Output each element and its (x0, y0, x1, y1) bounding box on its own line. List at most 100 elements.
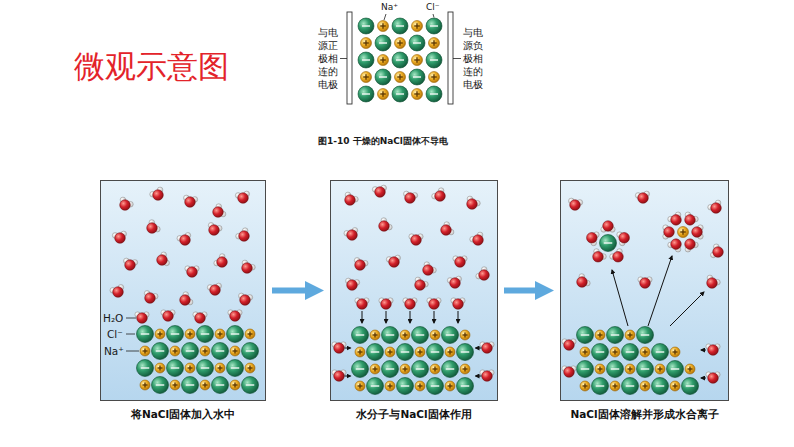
water-molecule (228, 310, 242, 321)
chloride-ion (367, 378, 384, 395)
motion-arrow (434, 311, 435, 323)
chloride-ion (682, 378, 699, 395)
oxygen-atom (153, 190, 164, 201)
charge-sign (430, 59, 438, 60)
sodium-ion (678, 227, 689, 238)
ion-ball (378, 21, 389, 32)
ion-ball (378, 89, 389, 100)
oxygen-atom (587, 232, 598, 243)
charge-sign (629, 333, 630, 338)
ion-ball (215, 329, 225, 339)
charge-sign (371, 351, 380, 352)
sodium-ion (400, 364, 410, 374)
oxygen-atom (713, 247, 724, 258)
ion-ball (400, 364, 410, 374)
sodium-ion (215, 329, 225, 339)
chloride-ion (352, 327, 369, 344)
sodium-ion (429, 72, 440, 83)
ion-ball (622, 378, 639, 395)
sodium-ion (640, 381, 650, 391)
ion-ball (580, 381, 590, 391)
chloride-ion (607, 361, 624, 378)
water-molecule (207, 283, 221, 295)
water-molecule (569, 198, 583, 210)
chloride-ion (392, 52, 408, 68)
oxygen-atom (239, 231, 250, 242)
electrode-plate (347, 12, 352, 104)
water-molecule (386, 255, 400, 267)
sodium-ion (361, 72, 372, 83)
water-molecule (480, 342, 494, 353)
nacl-lattice (358, 18, 442, 102)
nacl-lattice (352, 327, 474, 395)
charge-sign (204, 349, 205, 354)
charge-sign (234, 349, 235, 354)
chloride-ion (197, 360, 214, 377)
water-molecule (185, 266, 199, 277)
charge-sign (379, 42, 387, 43)
water-molecule (441, 222, 454, 236)
charge-sign (674, 384, 675, 389)
ion-ball (167, 326, 184, 343)
ion-ball (607, 327, 624, 344)
charge-sign (246, 350, 255, 351)
chloride-ion (375, 69, 391, 85)
ion-ball (592, 378, 609, 395)
ion-ball (457, 344, 474, 361)
water-molecule (476, 267, 489, 281)
charge-sign (171, 367, 180, 368)
water-molecule (354, 258, 368, 271)
charge-sign (399, 40, 400, 46)
water-molecule (161, 310, 175, 321)
water-molecule (372, 185, 386, 197)
sodium-ion (670, 381, 680, 391)
charge-sign (374, 367, 375, 372)
ion-ball (415, 347, 425, 357)
water-molecule (451, 298, 465, 309)
sodium-ion (355, 347, 365, 357)
charge-sign (464, 333, 465, 338)
sodium-ion (378, 21, 389, 32)
water-molecule (213, 204, 226, 218)
motion-arrow (458, 311, 459, 323)
oxygen-atom (707, 278, 718, 289)
charge-sign (174, 383, 175, 388)
charge-sign (656, 385, 665, 386)
sodium-ion (155, 329, 165, 339)
oxygen-atom (455, 257, 466, 268)
ion-ball (395, 72, 406, 83)
ion-ball (427, 378, 444, 395)
ion-ball (652, 378, 669, 395)
ion-ball (152, 343, 169, 360)
chloride-ion (352, 361, 369, 378)
charge-sign (449, 350, 450, 355)
oxygen-atom (210, 285, 221, 296)
leader-line (126, 318, 136, 319)
oxygen-atom (334, 371, 345, 382)
ion-ball (170, 380, 180, 390)
chloride-ion (426, 52, 442, 68)
charge-sign (144, 349, 145, 354)
sodium-ion (370, 330, 380, 340)
charge-sign (362, 25, 370, 26)
water-molecule (147, 220, 160, 234)
oxygen-atom (163, 311, 174, 322)
charge-sign (464, 367, 465, 372)
water-molecule (453, 256, 467, 267)
ion-ball (140, 346, 150, 356)
motion-arrow (345, 348, 351, 349)
ion-ball (397, 344, 414, 361)
chloride-ion (667, 361, 684, 378)
oxygen-atom (692, 227, 703, 238)
figure-label: H₂O (103, 312, 123, 325)
oxygen-atom (157, 255, 168, 266)
chloride-ion (426, 86, 442, 102)
chloride-ion (409, 35, 425, 51)
sodium-ion (395, 38, 406, 49)
ion-ball (245, 329, 255, 339)
charge-sign (362, 59, 370, 60)
oxygen-atom (381, 299, 392, 310)
ion-ball (140, 380, 150, 390)
sodium-ion (230, 346, 240, 356)
charge-sign (189, 366, 190, 371)
